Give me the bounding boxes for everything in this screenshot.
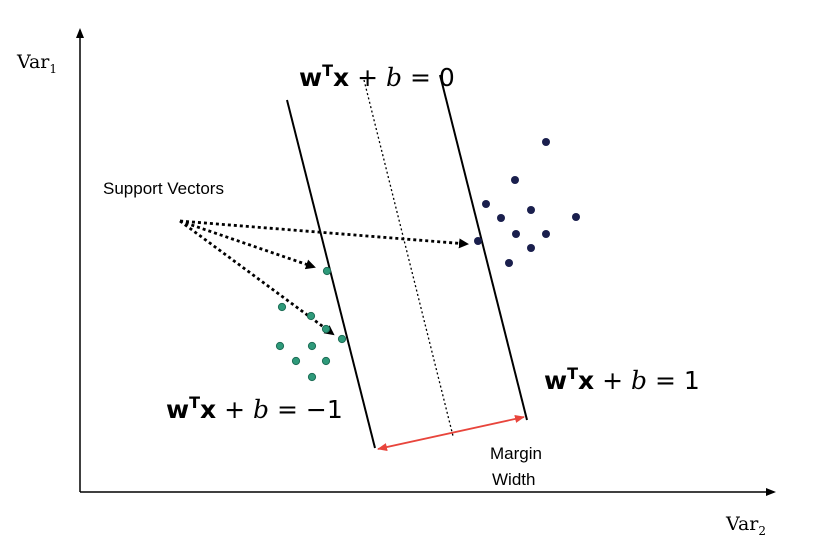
- support-vector-point: [337, 334, 347, 344]
- data-point: [307, 372, 317, 382]
- equation-positive-margin: wTx + b = 1: [544, 364, 700, 395]
- data-point: [307, 341, 317, 351]
- negative-class-points: [275, 266, 347, 382]
- data-point: [291, 356, 301, 366]
- positive-margin-line: [439, 74, 528, 421]
- margin-width-arrow: [377, 415, 525, 451]
- data-point: [512, 230, 520, 238]
- support-vector-point: [474, 237, 482, 245]
- data-point: [527, 244, 535, 252]
- equation-negative-margin: wTx + b = −1: [166, 393, 343, 424]
- data-point: [321, 324, 331, 334]
- data-point: [321, 356, 331, 366]
- data-point: [306, 311, 316, 321]
- data-point: [275, 341, 285, 351]
- data-point: [572, 213, 580, 221]
- y-axis-label: Var1: [16, 51, 57, 76]
- positive-class-points: [474, 138, 580, 267]
- data-point: [527, 206, 535, 214]
- data-point: [511, 176, 519, 184]
- data-point: [277, 302, 287, 312]
- margin-label-line2: Width: [492, 470, 535, 489]
- support-vectors-label: Support Vectors: [103, 179, 224, 198]
- negative-margin-line: [286, 99, 376, 449]
- x-axis-label: Var2: [725, 513, 766, 538]
- data-point: [542, 230, 550, 238]
- support-vector-point: [322, 266, 332, 276]
- margin-label-line1: Margin: [490, 444, 542, 463]
- support-vector-arrow-negative-top: [179, 219, 316, 270]
- equation-decision-boundary: wTx + b = 0: [299, 61, 455, 92]
- data-point: [482, 200, 490, 208]
- data-point: [505, 259, 513, 267]
- data-point: [542, 138, 550, 146]
- decision-boundary-line: [363, 79, 454, 437]
- data-point: [497, 214, 505, 222]
